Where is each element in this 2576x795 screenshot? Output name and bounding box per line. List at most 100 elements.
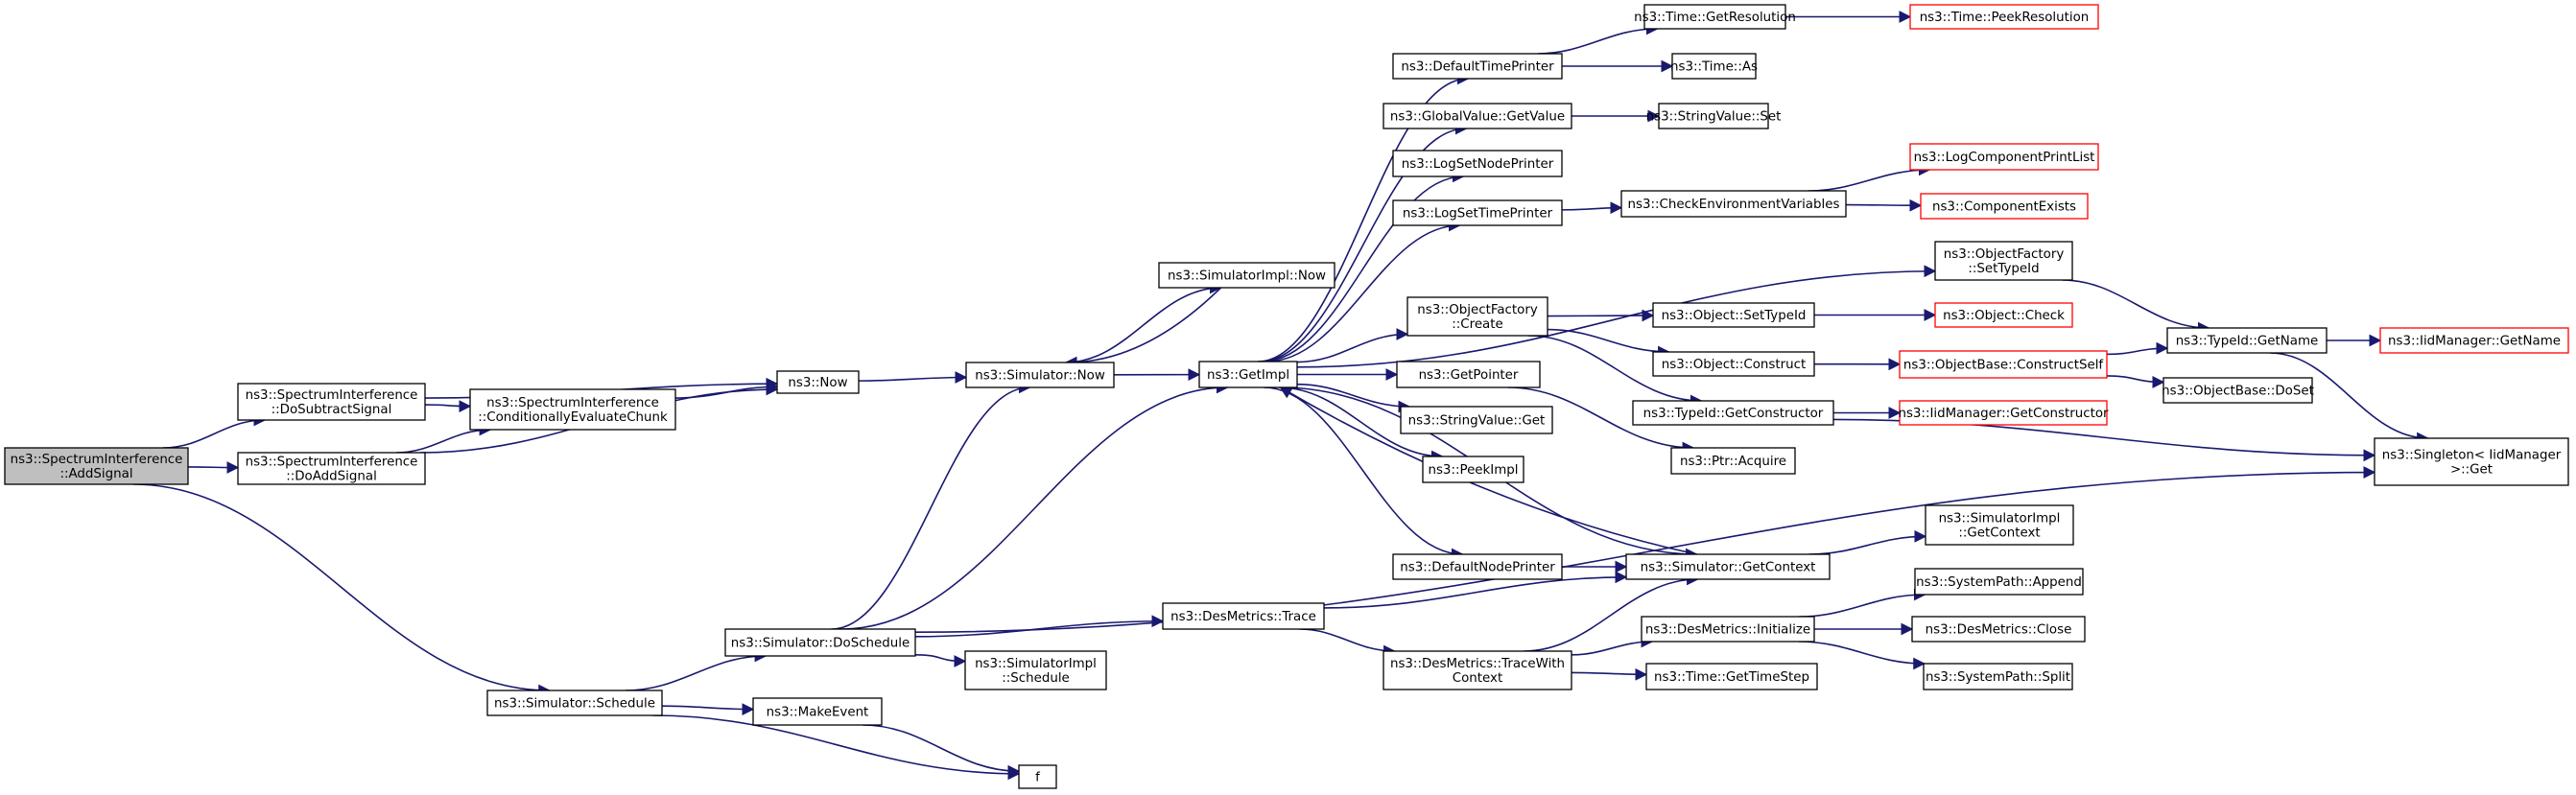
node-box[interactable] bbox=[1620, 190, 1847, 218]
node-gettimestep[interactable]: ns3::Time::GetTimeStep bbox=[1645, 663, 1818, 690]
node-box[interactable] bbox=[2166, 327, 2328, 354]
node-box[interactable] bbox=[2374, 437, 2569, 486]
node-typeidgetctor[interactable]: ns3::TypeId::GetConstructor bbox=[1632, 400, 1834, 426]
node-box[interactable] bbox=[1632, 400, 1834, 426]
node-simgetctx[interactable]: ns3::Simulator::GetContext bbox=[1625, 553, 1831, 580]
node-box[interactable] bbox=[1914, 568, 2084, 596]
node-box[interactable] bbox=[1406, 296, 1548, 337]
node-box[interactable] bbox=[1383, 103, 1572, 129]
node-simnow[interactable]: ns3::Simulator::Now bbox=[965, 362, 1115, 388]
node-box[interactable] bbox=[965, 362, 1115, 388]
node-box[interactable] bbox=[776, 370, 860, 394]
node-peekimpl[interactable]: ns3::PeekImpl bbox=[1422, 456, 1524, 483]
node-simdoschedule[interactable]: ns3::Simulator::DoSchedule bbox=[724, 628, 916, 657]
node-box[interactable] bbox=[1392, 150, 1563, 177]
node-objsettypeid[interactable]: ns3::Object::SetTypeId bbox=[1652, 302, 1815, 328]
node-logsetnode[interactable]: ns3::LogSetNodePrinter bbox=[1392, 150, 1563, 177]
node-box[interactable] bbox=[1652, 351, 1815, 377]
node-makeevent[interactable]: ns3::MakeEvent bbox=[752, 697, 883, 726]
node-timeas[interactable]: ns3::Time::As bbox=[1670, 53, 1758, 80]
node-dosub[interactable]: ns3::SpectrumInterference::DoSubtractSig… bbox=[237, 383, 426, 421]
node-box[interactable] bbox=[486, 690, 663, 716]
node-logsettime[interactable]: ns3::LogSetTimePrinter bbox=[1392, 199, 1563, 226]
node-box[interactable] bbox=[1641, 616, 1815, 643]
node-box[interactable] bbox=[1198, 361, 1298, 388]
node-getres[interactable]: ns3::Time::GetResolution bbox=[1634, 4, 1796, 30]
node-box[interactable] bbox=[1670, 447, 1796, 475]
node-box[interactable] bbox=[1652, 302, 1815, 328]
node-deftimeprinter[interactable]: ns3::DefaultTimePrinter bbox=[1392, 53, 1563, 80]
node-logcompprint[interactable]: ns3::LogComponentPrintList bbox=[1909, 143, 2099, 171]
node-box[interactable] bbox=[1909, 143, 2099, 171]
node-box[interactable] bbox=[1934, 241, 2073, 281]
node-dmclose[interactable]: ns3::DesMetrics::Close bbox=[1911, 616, 2086, 643]
node-box[interactable] bbox=[1422, 456, 1524, 483]
node-spsplit[interactable]: ns3::SystemPath::Split bbox=[1923, 663, 2073, 690]
node-box[interactable] bbox=[2162, 377, 2313, 404]
node-compexists[interactable]: ns3::ComponentExists bbox=[1920, 193, 2089, 220]
node-box[interactable] bbox=[724, 628, 916, 657]
node-doadd[interactable]: ns3::SpectrumInterference::DoAddSignal bbox=[237, 452, 426, 485]
node-iidgetctor[interactable]: ns3::IidManager::GetConstructor bbox=[1898, 400, 2109, 426]
node-now[interactable]: ns3::Now bbox=[776, 370, 860, 394]
node-dmtrace[interactable]: ns3::DesMetrics::Trace bbox=[1162, 602, 1325, 630]
node-getimpl[interactable]: ns3::GetImpl bbox=[1198, 361, 1298, 388]
node-box[interactable] bbox=[1643, 4, 1786, 30]
node-box[interactable] bbox=[1671, 53, 1757, 80]
node-strget[interactable]: ns3::StringValue::Get bbox=[1400, 406, 1553, 434]
node-peekres[interactable]: ns3::Time::PeekResolution bbox=[1909, 4, 2099, 30]
node-box[interactable] bbox=[237, 383, 426, 421]
node-box[interactable] bbox=[1383, 650, 1572, 690]
node-f[interactable]: f bbox=[1018, 764, 1057, 789]
node-box[interactable] bbox=[237, 452, 426, 485]
node-root[interactable]: ns3::SpectrumInterference::AddSignal bbox=[4, 447, 189, 485]
node-box[interactable] bbox=[752, 697, 883, 726]
node-getpointer[interactable]: ns3::GetPointer bbox=[1396, 361, 1541, 388]
node-gvgetvalue[interactable]: ns3::GlobalValue::GetValue bbox=[1383, 103, 1572, 129]
node-box[interactable] bbox=[1899, 350, 2108, 379]
node-ofcreate[interactable]: ns3::ObjectFactory::Create bbox=[1406, 296, 1548, 337]
node-box[interactable] bbox=[1018, 764, 1057, 789]
node-box[interactable] bbox=[1658, 103, 1769, 129]
node-objconstruct[interactable]: ns3::Object::Construct bbox=[1652, 351, 1815, 377]
node-box[interactable] bbox=[1909, 4, 2099, 30]
node-implgetctx[interactable]: ns3::SimulatorImpl::GetContext bbox=[1925, 504, 2074, 546]
node-box[interactable] bbox=[4, 447, 189, 485]
node-checkenv[interactable]: ns3::CheckEnvironmentVariables bbox=[1620, 190, 1847, 218]
node-box[interactable] bbox=[1625, 553, 1831, 580]
node-singletonget[interactable]: ns3::Singleton< IidManager >::Get bbox=[2374, 437, 2569, 486]
node-box[interactable] bbox=[1392, 53, 1563, 80]
node-box[interactable] bbox=[1162, 602, 1325, 630]
node-defnodeprinter[interactable]: ns3::DefaultNodePrinter bbox=[1392, 553, 1563, 580]
node-ptracquire[interactable]: ns3::Ptr::Acquire bbox=[1670, 447, 1796, 475]
node-spappend[interactable]: ns3::SystemPath::Append bbox=[1914, 568, 2084, 596]
node-box[interactable] bbox=[1925, 504, 2074, 546]
node-implschedule[interactable]: ns3::SimulatorImpl::Schedule bbox=[964, 650, 1107, 690]
node-dminit[interactable]: ns3::DesMetrics::Initialize bbox=[1641, 616, 1815, 643]
node-box[interactable] bbox=[469, 388, 676, 431]
node-box[interactable] bbox=[1392, 199, 1563, 226]
node-box[interactable] bbox=[1400, 406, 1553, 434]
node-box[interactable] bbox=[964, 650, 1107, 690]
node-box[interactable] bbox=[1392, 553, 1563, 580]
node-box[interactable] bbox=[1911, 616, 2086, 643]
node-iidgetname[interactable]: ns3::IidManager::GetName bbox=[2379, 327, 2569, 354]
node-box[interactable] bbox=[1645, 663, 1818, 690]
node-box[interactable] bbox=[1158, 262, 1335, 289]
node-implnow[interactable]: ns3::SimulatorImpl::Now bbox=[1158, 262, 1335, 289]
node-typeidgetname[interactable]: ns3::TypeId::GetName bbox=[2166, 327, 2328, 354]
node-box[interactable] bbox=[2379, 327, 2569, 354]
node-obconstructself[interactable]: ns3::ObjectBase::ConstructSelf bbox=[1899, 350, 2108, 379]
node-box[interactable] bbox=[1923, 663, 2073, 690]
node-condeval[interactable]: ns3::SpectrumInterference::Conditionally… bbox=[469, 388, 676, 431]
node-strset[interactable]: ns3::StringValue::Set bbox=[1646, 103, 1782, 129]
node-box[interactable] bbox=[1899, 400, 2108, 426]
node-objcheck[interactable]: ns3::Object::Check bbox=[1934, 302, 2073, 328]
node-obdoset[interactable]: ns3::ObjectBase::DoSet bbox=[2162, 377, 2314, 404]
node-box[interactable] bbox=[1934, 302, 2073, 328]
node-box[interactable] bbox=[1396, 361, 1541, 388]
node-simschedule[interactable]: ns3::Simulator::Schedule bbox=[486, 690, 663, 716]
node-box[interactable] bbox=[1920, 193, 2089, 220]
node-ofsettypeid[interactable]: ns3::ObjectFactory::SetTypeId bbox=[1934, 241, 2073, 281]
